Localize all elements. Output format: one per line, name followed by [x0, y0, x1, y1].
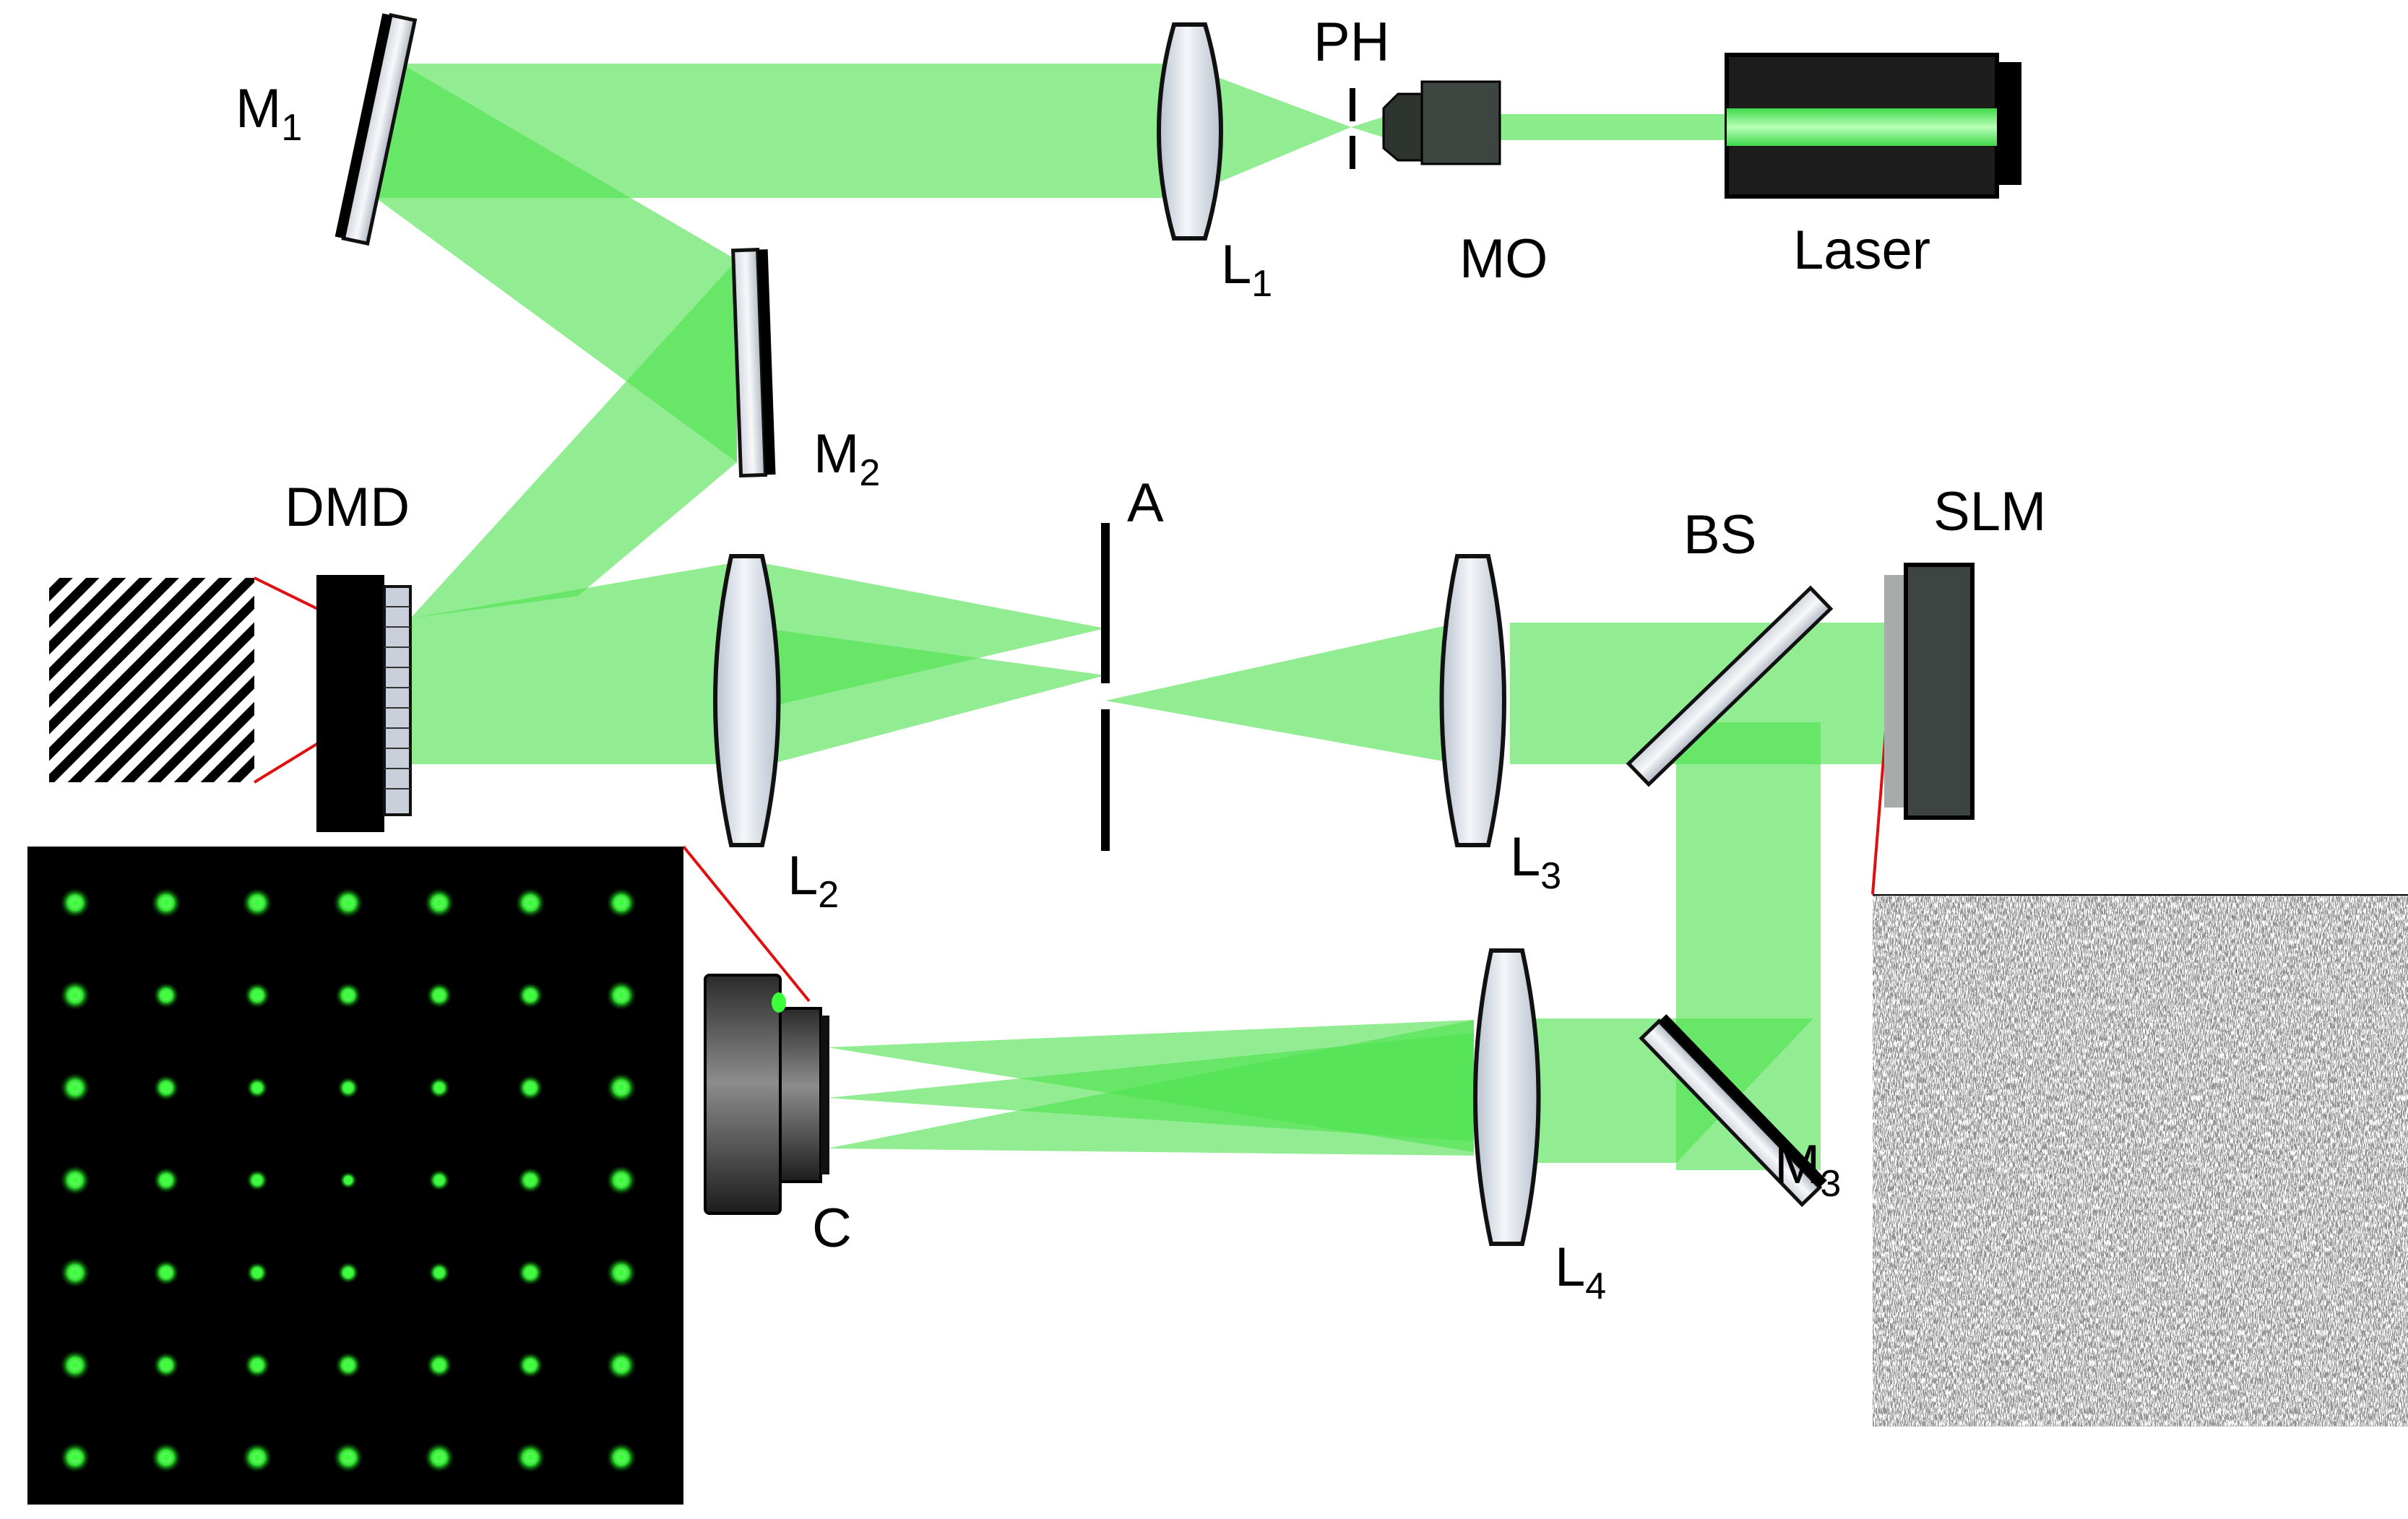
aperture — [1101, 523, 1110, 851]
focal-spot-core — [345, 899, 352, 906]
beam-paths — [376, 64, 1886, 1170]
focal-spot-core — [618, 1362, 625, 1369]
beam-l4-camera-order3 — [827, 1033, 1474, 1141]
slm-phase-inset — [1873, 894, 2408, 1427]
focal-spot-core — [345, 1362, 352, 1369]
dmd — [316, 575, 412, 832]
focal-spot-core — [254, 992, 261, 999]
slm-phase-quarter-disk — [1873, 896, 2408, 1427]
label-slm: SLM — [1933, 481, 2046, 542]
focal-spot-core — [618, 1454, 625, 1461]
beam-aperture-l3 — [1105, 623, 1459, 764]
beam-m3-l4 — [1517, 1018, 1813, 1163]
pinhole — [1350, 88, 1355, 169]
focal-spot-core — [618, 1084, 625, 1091]
focal-spot-core — [436, 992, 443, 999]
label-mo: MO — [1459, 228, 1548, 290]
focal-spot-core — [527, 1454, 534, 1461]
focal-spot-core — [72, 1269, 79, 1276]
focal-spot-core — [618, 1269, 625, 1276]
focal-spot-core — [527, 1084, 534, 1091]
focal-spot-core — [527, 1269, 534, 1276]
focal-spot-core — [345, 1177, 352, 1184]
beam-l1-m1 — [376, 64, 1181, 198]
focal-spot-core — [527, 1362, 534, 1369]
focal-spot-core — [254, 899, 261, 906]
dmd-micromirror-lines — [384, 606, 410, 789]
focal-spot-core — [254, 1454, 261, 1461]
focal-spot-core — [618, 1177, 625, 1184]
camera-spot-array-inset — [27, 847, 683, 1505]
focal-spot-core — [72, 1362, 79, 1369]
beam-splitter — [1626, 585, 1834, 787]
focal-spot-core — [163, 1177, 170, 1184]
label-ph: PH — [1313, 12, 1390, 73]
lens-l4 — [1473, 948, 1541, 1246]
focal-spot-core — [345, 1454, 352, 1461]
slm — [1884, 563, 1975, 820]
label-c: C — [812, 1198, 852, 1259]
focal-spot-core — [345, 1084, 352, 1091]
microscope-objective — [1382, 80, 1501, 165]
focal-spot-core — [72, 1177, 79, 1184]
label-l1: L1 — [1221, 234, 1272, 305]
labels: M1 PH MO Laser L1 M2 DMD A BS SLM L2 L3 … — [236, 12, 2046, 1307]
focal-spot-core — [163, 1084, 170, 1091]
label-a: A — [1127, 472, 1164, 534]
focal-spot-core — [254, 1269, 261, 1276]
mirror-m3 — [1639, 1014, 1827, 1208]
label-m3: M3 — [1774, 1134, 1841, 1205]
focal-spot-core — [163, 899, 170, 906]
focal-spot-core — [72, 1084, 79, 1091]
beam-laser-mo — [1499, 114, 1730, 140]
focal-spot-core — [436, 1269, 443, 1276]
lens-l2 — [713, 554, 781, 847]
focal-spot-core — [345, 1269, 352, 1276]
camera — [704, 974, 829, 1215]
focal-spot-core — [163, 1454, 170, 1461]
spot-grid — [60, 888, 636, 1473]
focal-spot-core — [527, 899, 534, 906]
dmd-hologram-inset — [49, 578, 254, 782]
focal-spot-core — [163, 1362, 170, 1369]
focal-spot-core — [72, 899, 79, 906]
focal-spot-core — [72, 1454, 79, 1461]
beam-m2-dmd — [410, 260, 737, 618]
label-m2: M2 — [814, 423, 880, 494]
focal-spot-core — [618, 899, 625, 906]
focal-spot-core — [527, 992, 534, 999]
focal-spot-core — [436, 1362, 443, 1369]
focal-spot-core — [436, 1084, 443, 1091]
focal-spot-core — [436, 1454, 443, 1461]
label-l2: L2 — [787, 845, 839, 916]
focal-spot-core — [163, 1269, 170, 1276]
focal-spot-core — [163, 992, 170, 999]
mirror-m1 — [335, 12, 418, 246]
focal-spot-core — [254, 1362, 261, 1369]
label-l4: L4 — [1555, 1237, 1606, 1307]
focal-spot-core — [254, 1177, 261, 1184]
focal-spot-core — [618, 992, 625, 999]
label-dmd: DMD — [285, 477, 410, 538]
focal-spot-core — [436, 1177, 443, 1184]
lens-l1 — [1157, 22, 1223, 241]
laser — [1725, 53, 2021, 199]
focal-spot-core — [345, 992, 352, 999]
lens-l3 — [1439, 554, 1506, 847]
label-bs: BS — [1683, 504, 1756, 566]
beam-pinhole-l1 — [1185, 65, 1351, 196]
mirror-m2 — [731, 248, 776, 478]
focal-spot-core — [72, 992, 79, 999]
beam-l2-aperture-order2 — [764, 628, 1105, 766]
label-l3: L3 — [1510, 826, 1561, 897]
beam-dmd-l2 — [410, 563, 730, 764]
label-m1: M1 — [236, 78, 302, 149]
label-laser: Laser — [1793, 220, 1930, 281]
focal-spot-core — [254, 1084, 261, 1091]
focal-spot-core — [527, 1177, 534, 1184]
focal-spot-core — [436, 899, 443, 906]
